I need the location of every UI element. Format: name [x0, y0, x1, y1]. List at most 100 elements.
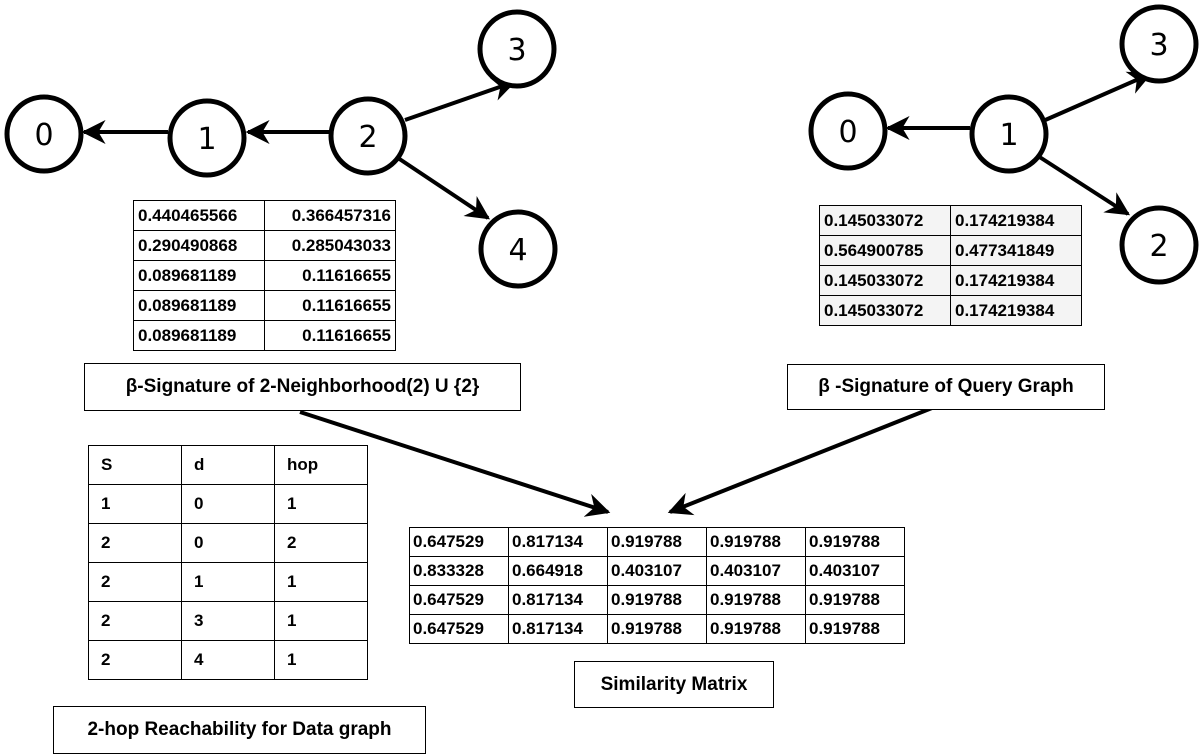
table-cell: 0.403107	[805, 556, 905, 586]
svg-text:3: 3	[1149, 28, 1168, 63]
table-cell: 1	[274, 484, 368, 524]
svg-text:1: 1	[999, 118, 1018, 153]
table-cell: 0.919788	[706, 527, 806, 557]
table-cell: 0.285043033	[264, 230, 396, 261]
table-cell: 0.817134	[508, 614, 608, 644]
table-cell: 0.919788	[607, 527, 707, 557]
table-cell: 0.290490868	[133, 230, 265, 261]
edge-2-to-4	[396, 156, 490, 220]
table-cell: 0.817134	[508, 527, 608, 557]
table-cell: 0.11616655	[264, 290, 396, 321]
table-cell: 0.647529	[409, 585, 509, 615]
table-cell: 0.919788	[607, 585, 707, 615]
column-header: hop	[274, 445, 368, 485]
table-header-row: S d hop	[88, 445, 368, 485]
table-cell: 0.366457316	[264, 200, 396, 231]
data-node-1: 1	[167, 98, 247, 178]
table-cell: 0.440465566	[133, 200, 265, 231]
table-cell: 0.089681189	[133, 290, 265, 321]
table-cell: 0.174219384	[950, 265, 1082, 296]
table-cell: 0	[181, 523, 275, 563]
query-node-2: 2	[1119, 205, 1199, 285]
svg-text:4: 4	[508, 233, 527, 268]
data-node-4: 4	[478, 209, 558, 289]
table-cell: 1	[181, 562, 275, 602]
table-cell: 0.564900785	[819, 235, 951, 266]
table-cell: 0.817134	[508, 585, 608, 615]
query-node-1: 1	[969, 94, 1049, 174]
data-signature-caption: β-Signature of 2-Neighborhood(2) U {2}	[84, 363, 521, 411]
column-header: S	[88, 445, 182, 485]
table-cell: 0.919788	[805, 527, 905, 557]
query-node-3: 3	[1119, 4, 1199, 84]
table-cell: 0.11616655	[264, 320, 396, 351]
data-node-2: 2	[328, 96, 408, 176]
table-cell: 0.089681189	[133, 260, 265, 291]
table-cell: 0.919788	[805, 614, 905, 644]
table-cell: 2	[274, 523, 368, 563]
table-cell: 0.664918	[508, 556, 608, 586]
table-cell: 0.919788	[805, 585, 905, 615]
table-cell: 2	[88, 562, 182, 602]
table-cell: 0.647529	[409, 527, 509, 557]
edge-2-to-3	[404, 77, 517, 122]
svg-text:0: 0	[838, 115, 857, 150]
query-edge-1-to-3	[1042, 71, 1153, 123]
svg-text:2: 2	[1149, 229, 1168, 264]
table-cell: 0.174219384	[950, 295, 1082, 326]
table-cell: 0.919788	[706, 614, 806, 644]
table-cell: 0.145033072	[819, 265, 951, 296]
table-cell: 0.089681189	[133, 320, 265, 351]
query-signature-caption: β -Signature of Query Graph	[787, 364, 1105, 410]
table-cell: 0.647529	[409, 614, 509, 644]
table-cell: 2	[88, 640, 182, 680]
table-cell: 1	[274, 640, 368, 680]
query-edge-1-to-2	[1036, 154, 1131, 216]
table-cell: 0.403107	[706, 556, 806, 586]
data-node-0: 0	[4, 94, 84, 174]
table-cell: 0.145033072	[819, 295, 951, 326]
table-cell: 0.919788	[706, 585, 806, 615]
table-cell: 0.11616655	[264, 260, 396, 291]
arrow-data-signature-to-matrix	[299, 410, 611, 517]
table-cell: 0.919788	[607, 614, 707, 644]
table-cell: 1	[88, 484, 182, 524]
table-cell: 2	[88, 523, 182, 563]
svg-text:1: 1	[197, 122, 216, 157]
svg-text:0: 0	[34, 118, 53, 153]
table-cell: 1	[274, 562, 368, 602]
table-cell: 4	[181, 640, 275, 680]
column-header: d	[181, 445, 275, 485]
data-node-3: 3	[477, 9, 557, 89]
reachability-caption: 2-hop Reachability for Data graph	[53, 706, 426, 754]
table-cell: 3	[181, 601, 275, 641]
table-cell: 0.833328	[409, 556, 509, 586]
arrow-query-signature-to-matrix	[667, 406, 933, 516]
table-cell: 0	[181, 484, 275, 524]
svg-text:2: 2	[358, 120, 377, 155]
table-cell: 1	[274, 601, 368, 641]
query-node-0: 0	[808, 91, 888, 171]
similarity-matrix-caption: Similarity Matrix	[574, 661, 774, 708]
